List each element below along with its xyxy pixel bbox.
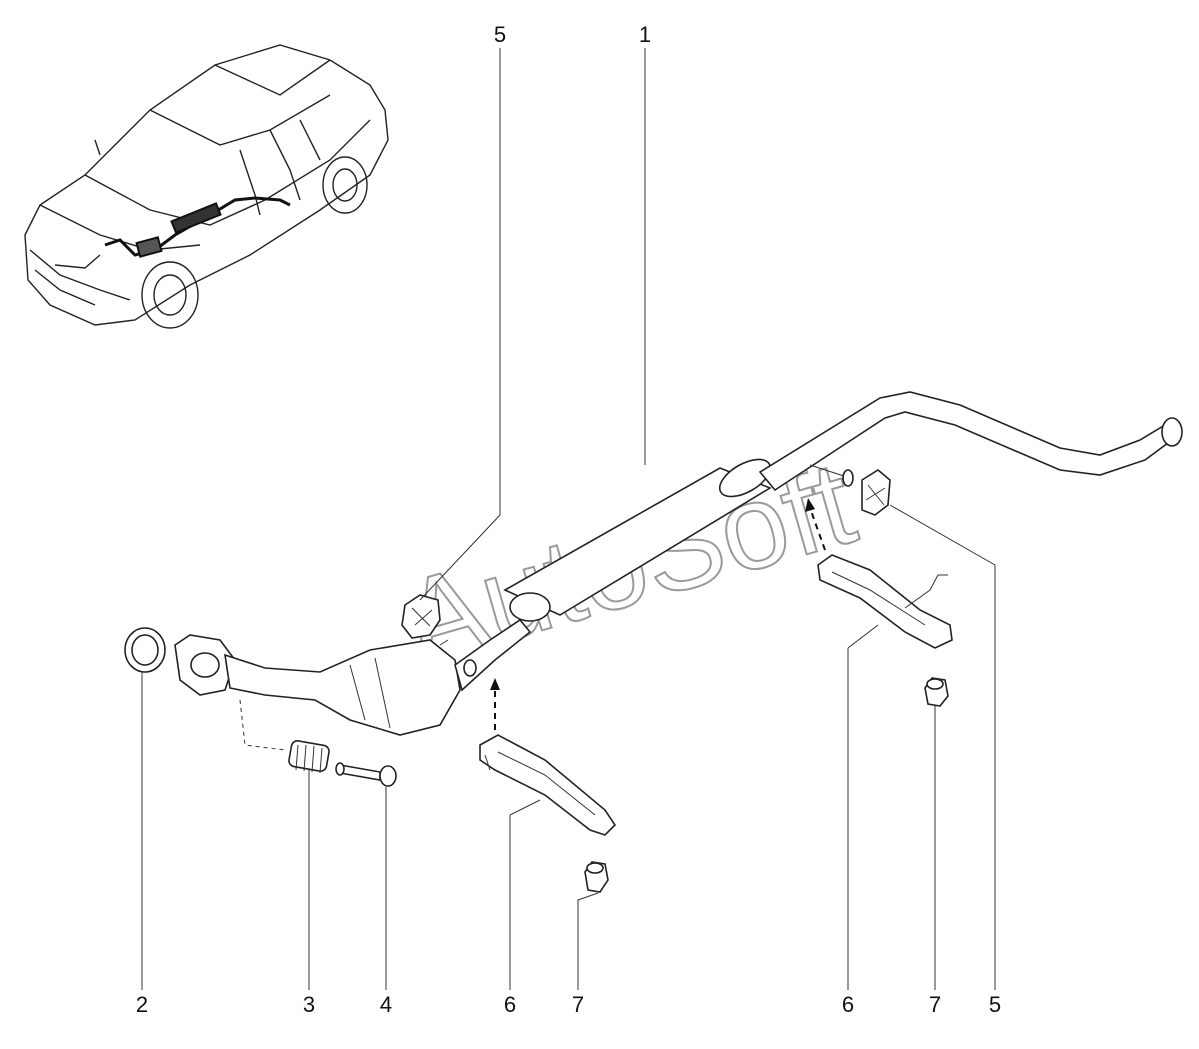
leader-lines	[141, 48, 996, 990]
nut-right	[924, 677, 949, 707]
bracket-left	[479, 734, 617, 836]
callout-7-right: 7	[929, 992, 941, 1017]
callout-labels: 5 1 2 3 4 6 7 6 7 5	[136, 22, 1001, 1017]
front-pipe-catalyst	[174, 618, 532, 736]
nut-left	[584, 861, 609, 893]
spring-part	[288, 740, 330, 774]
callout-4: 4	[380, 992, 392, 1017]
callout-5-right: 5	[989, 992, 1001, 1017]
rubber-mount-left	[401, 594, 441, 639]
car-inset-illustration	[24, 44, 389, 329]
gasket-ring	[124, 627, 166, 673]
bolt-part	[335, 762, 397, 787]
callout-7-left: 7	[572, 992, 584, 1017]
assembly-arrows	[239, 498, 826, 751]
rubber-mount-right	[861, 469, 891, 516]
callout-1: 1	[639, 22, 651, 47]
callout-5-top: 5	[494, 22, 506, 47]
callout-2: 2	[136, 992, 148, 1017]
callout-6-left: 6	[504, 992, 516, 1017]
callout-3: 3	[303, 992, 315, 1017]
bracket-right	[817, 554, 953, 649]
callout-6-right: 6	[842, 992, 854, 1017]
exhaust-pipe-muffler	[503, 391, 1183, 622]
